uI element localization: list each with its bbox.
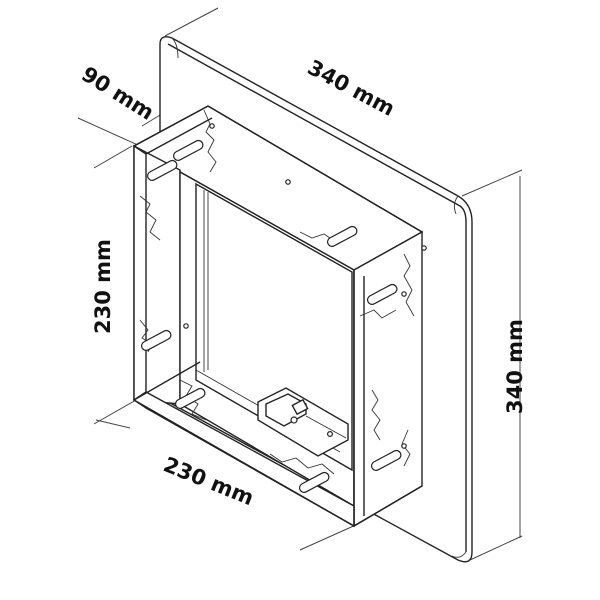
dim-frame-height: 340 mm — [503, 319, 527, 414]
latch-mechanism — [257, 387, 349, 457]
box-walls — [132, 105, 423, 528]
mounting-slots — [140, 123, 427, 493]
dim-box-height: 230 mm — [91, 239, 115, 334]
dim-frame-width: 340 mm — [304, 55, 399, 121]
dim-depth: 90 mm — [77, 62, 158, 125]
